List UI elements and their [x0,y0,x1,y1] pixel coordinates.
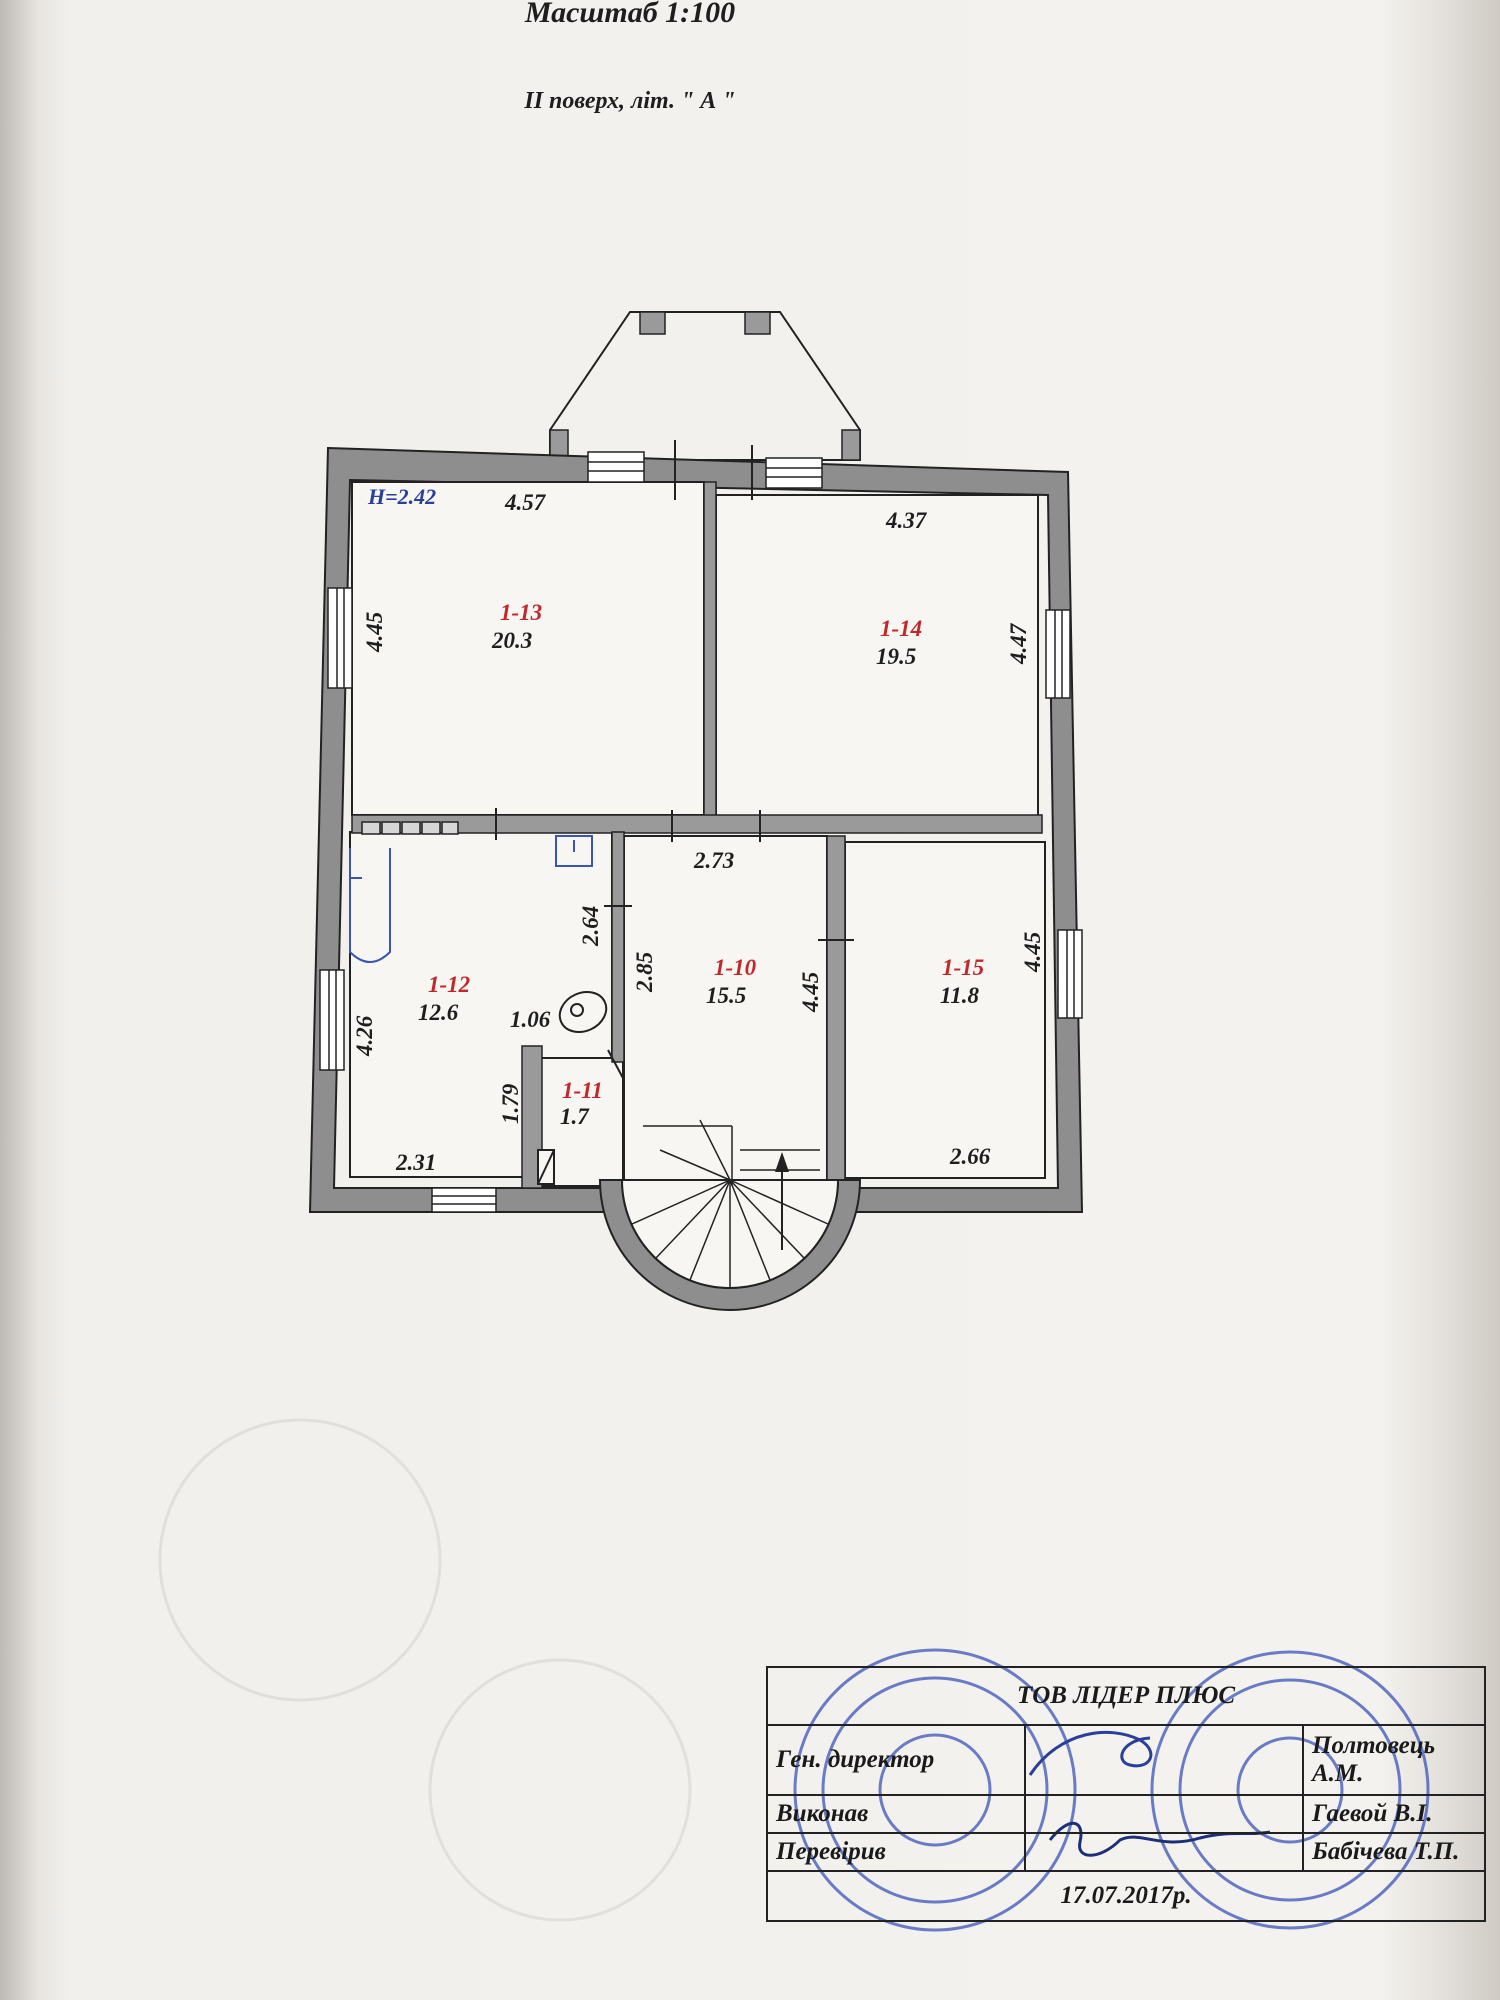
room-id-1-12: 1-12 [428,972,470,997]
title-block-signature-cell [1024,1724,1304,1796]
sink-icon [555,835,593,867]
dim-1-12-right: 2.64 [578,906,603,947]
dim-1-13-width: 4.57 [504,490,547,515]
toilet-icon [558,991,608,1033]
stair-direction-arrow-icon [775,1152,789,1172]
title-block-role: Виконав [766,1793,1026,1834]
dim-1-10-width: 2.73 [693,848,734,873]
faint-stamp-center [428,1658,692,1922]
title-block-name: Гаевой В.І. [1302,1793,1486,1834]
room-1-15 [844,841,1046,1179]
title-block-date: 17.07.2017р. [766,1870,1486,1922]
room-1-14 [715,494,1039,822]
dim-1-12-step: 1.06 [510,1007,551,1032]
shower-tray-icon [537,1149,555,1185]
room-id-1-11: 1-11 [562,1078,603,1103]
spiral-staircase [598,1119,862,1311]
floor-label: II поверх, літ. " А " [524,88,736,114]
room-area-1-15: 11.8 [940,983,979,1008]
height-label: H=2.42 [367,484,436,509]
door-marks [495,440,854,1081]
title-block-company: ТОВ ЛІДЕР ПЛЮС [766,1666,1486,1726]
dim-1-15-bottom: 2.66 [949,1144,991,1169]
room-id-1-10: 1-10 [714,955,757,980]
dim-1-15-height: 4.45 [1020,932,1045,973]
room-area-1-11: 1.7 [560,1104,590,1129]
faint-stamp-left [158,1418,442,1702]
windows [319,451,1083,1213]
dim-1-14-width: 4.37 [885,508,928,533]
title-block: ТОВ ЛІДЕР ПЛЮС Ген. директор Полтовець А… [766,1666,1486,1922]
room-area-1-14: 19.5 [876,644,916,669]
title-block-role: Перевірив [766,1831,1026,1873]
room-id-1-13: 1-13 [500,600,542,625]
room-area-1-10: 15.5 [706,983,746,1008]
bay-window-structure [549,311,861,461]
dim-1-12-bottom: 2.31 [395,1150,436,1175]
room-id-1-15: 1-15 [942,955,984,980]
title-block-name: Бабічева Т.П. [1302,1831,1486,1873]
dim-1-12-left: 4.26 [352,1015,377,1057]
dim-1-12-inner: 1.79 [498,1083,523,1124]
scale-label: Масштаб 1:100 [524,0,736,29]
dim-1-13-height: 4.45 [362,612,387,653]
title-block-signature-cell [1024,1831,1304,1873]
bathtub-icon [349,848,391,963]
room-area-1-13: 20.3 [491,628,532,653]
room-1-13 [351,481,705,816]
dim-1-14-height: 4.47 [1006,622,1031,665]
room-id-1-14: 1-14 [880,616,922,641]
room-area-1-12: 12.6 [418,1000,459,1025]
title-block-name: Полтовець А.М. [1302,1724,1486,1796]
dim-1-10-right: 4.45 [798,972,823,1013]
vent-blocks [361,821,459,835]
title-block-signature-cell [1024,1793,1304,1834]
title-block-role: Ген. директор [766,1724,1026,1796]
dim-1-10-left: 2.85 [632,952,657,993]
room-1-10 [623,835,828,1187]
